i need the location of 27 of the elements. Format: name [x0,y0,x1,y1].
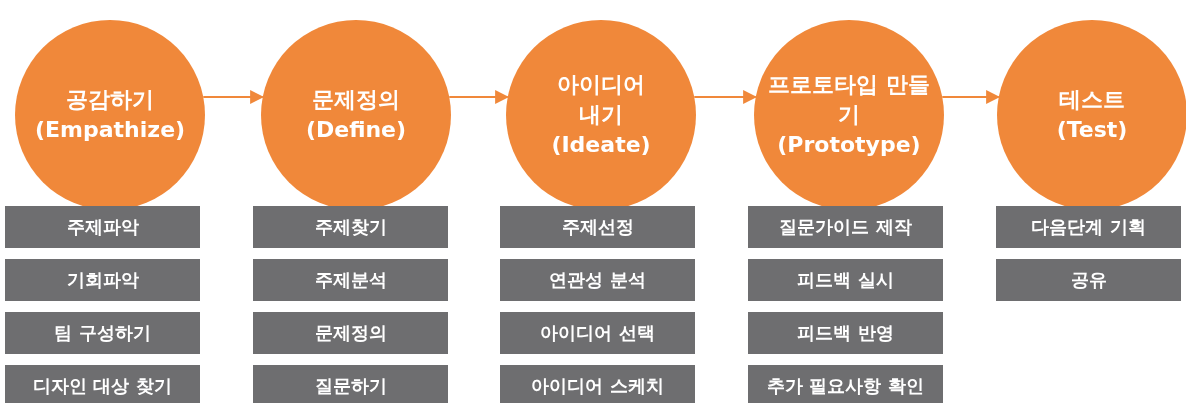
task-box: 피드백 반영 [748,312,943,354]
task-box: 다음단계 기획 [996,206,1181,248]
task-box: 아이디어 스케치 [500,365,695,403]
task-box: 질문하기 [253,365,448,403]
stage-title: 테스트 (Test) [1055,86,1129,144]
task-box: 주제분석 [253,259,448,301]
task-box: 질문가이드 제작 [748,206,943,248]
arrow [202,90,265,104]
task-box: 주제파악 [5,206,200,248]
task-box: 팀 구성하기 [5,312,200,354]
task-box: 피드백 실시 [748,259,943,301]
arrow [941,90,1001,104]
task-box: 문제정의 [253,312,448,354]
task-box: 주제선정 [500,206,695,248]
task-box: 디자인 대상 찾기 [5,365,200,403]
arrow [448,90,510,104]
stage-title: 아이디어 내기 (Ideate) [550,71,652,159]
task-box: 공유 [996,259,1181,301]
stage-title: 프로토타입 만들기 (Prototype) [767,71,931,159]
task-box: 연관성 분석 [500,259,695,301]
task-box: 추가 필요사항 확인 [748,365,943,403]
stage-title: 공감하기 (Empathize) [35,86,185,144]
arrow [693,90,758,104]
stage-title: 문제정의 (Define) [304,86,408,144]
task-box: 기회파악 [5,259,200,301]
task-box: 주제찾기 [253,206,448,248]
task-box: 아이디어 선택 [500,312,695,354]
